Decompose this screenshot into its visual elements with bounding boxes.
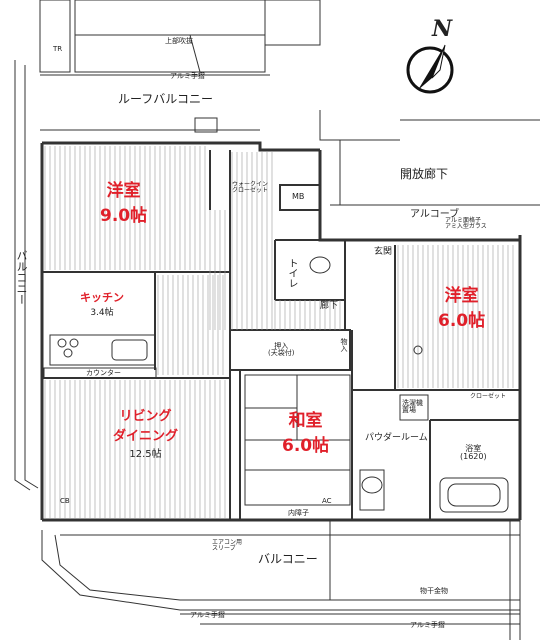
corridor-label: 廊下 [320,301,339,311]
toilet-label: トイレ [286,258,297,288]
cb-label-1: CB [60,497,70,505]
roof-balcony-outline [14,60,270,491]
north-label: N [432,16,453,42]
closet-small-label: クローゼット [470,393,507,400]
kitchen-name: キッチン [80,291,124,304]
walk-in-closet-label: ウォークイン クローゼット [232,181,269,194]
floor-hatching [44,146,514,518]
top-skylight-label: 上部吹抜 [165,37,193,45]
washer-space-label: 洗濯機 置場 [402,399,423,414]
handrail-label-bottom-2: アルミ手摺 [410,621,445,629]
living-name: リビング [119,409,172,424]
kitchen-label: キッチン 3.4帖 [80,292,124,318]
bathroom-label: 浴室 (1620) [460,444,487,461]
western-room-2-size: 6.0帖 [438,311,486,331]
living-dining-size: 12.5帖 [129,449,162,460]
tr-label: TR [53,45,63,53]
kitchen-size: 3.4帖 [90,308,114,318]
top-structure [39,0,321,73]
handrail-label-top: アルミ手摺 [170,72,205,80]
western-room-1-size: 9.0帖 [100,206,148,226]
counter-label: カウンター [86,369,121,377]
western-room-2-label: 洋室 6.0帖 [438,288,485,330]
bath-fixtures [309,256,509,513]
western-room-1-label: 洋室 9.0帖 [100,183,147,225]
alcove-label: アルコーブ [410,209,460,220]
storage-label: 物入 [340,338,348,352]
tatami-grid [244,374,351,506]
kitchen-fixtures [43,334,157,379]
japanese-room-name: 和室 [288,411,323,431]
powder-room-label: パウダールーム [365,433,428,443]
western-room-1-name: 洋室 [106,181,141,201]
japanese-room-label: 和室 6.0帖 [282,413,329,455]
open-corridor-outline [319,110,540,206]
inner-frame-label: 内障子 [288,509,309,517]
roof-balcony-label: ルーフバルコニー [118,92,214,106]
bottom-balcony-outline [41,520,521,640]
balcony-left-label: バルコニー [15,250,28,305]
closet-label: 押入 (天袋付) [268,342,295,357]
mb-label: MB [292,192,305,201]
western-room-2-name: 洋室 [444,286,479,306]
living-dining-label: リビング ダイニング 12.5帖 [113,410,178,460]
ac-sleeve-label: エアコン用 スリーブ [212,539,243,552]
railing-glass-label: アルミ面格子 アミ入型ガラス [445,217,487,230]
japanese-room-size: 6.0帖 [282,436,330,456]
compass-icon [406,44,454,94]
dining-name: ダイニング [113,429,179,444]
open-corridor-label: 開放廊下 [400,167,449,181]
entrance-label: 玄関 [374,247,393,257]
ac-label-1: AC [322,497,332,505]
balcony-bottom-label: バルコニー [258,552,318,566]
handrail-label-bottom: アルミ手摺 [190,611,225,619]
laundry-rack-label: 物干金物 [420,587,448,595]
unit-walls [40,141,522,522]
